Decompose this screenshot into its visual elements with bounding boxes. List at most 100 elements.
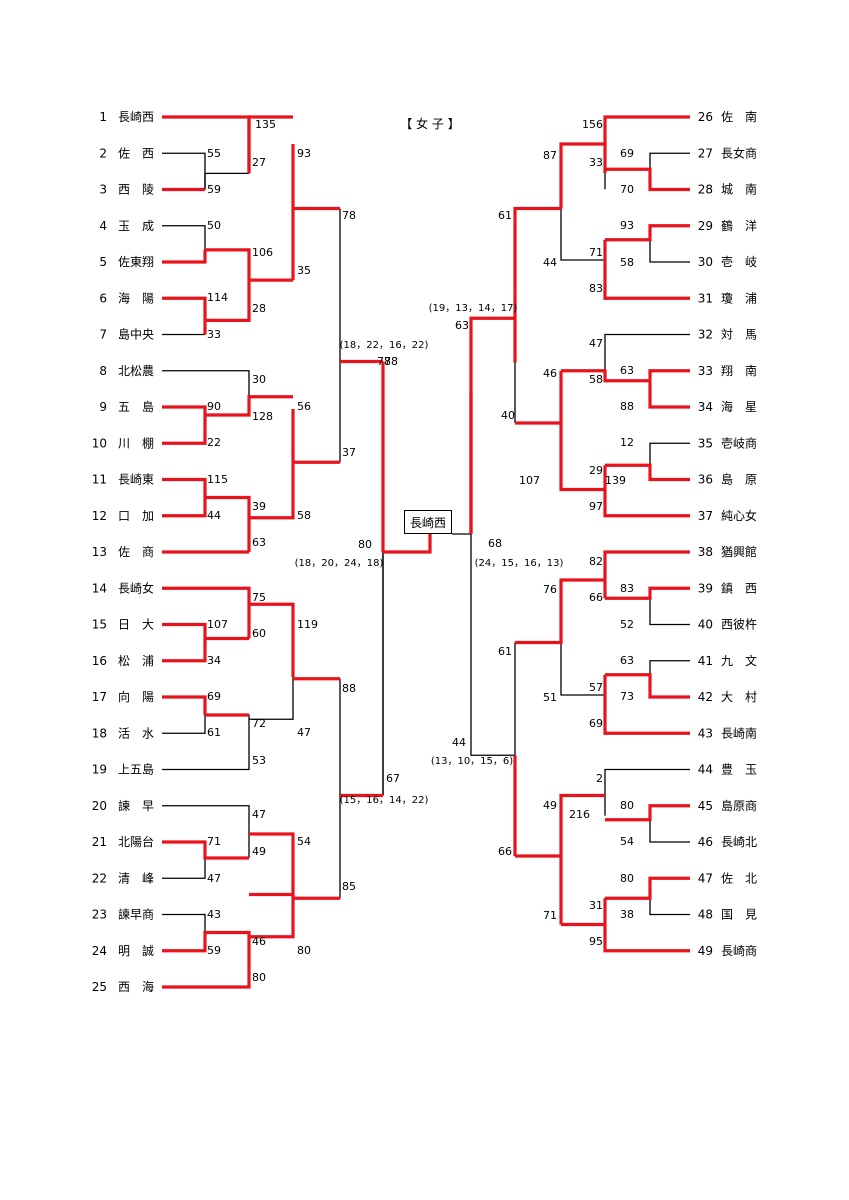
winner-line xyxy=(249,409,295,520)
team-name: 上五島 xyxy=(118,762,154,777)
score-label: 71 xyxy=(589,246,603,259)
winner-line xyxy=(605,167,690,192)
score-label: 156 xyxy=(582,118,603,131)
team-number: 32 xyxy=(698,328,713,342)
bracket-line xyxy=(162,370,250,407)
score-label: 53 xyxy=(252,754,266,767)
score-label: 78 xyxy=(342,209,356,222)
team-number: 46 xyxy=(698,835,713,849)
team-name: 佐東翔 xyxy=(118,255,154,269)
bracket-line xyxy=(162,913,206,952)
score-label: 37 xyxy=(342,446,356,459)
score-label: 44 xyxy=(452,736,466,749)
team-number: 20 xyxy=(92,799,107,813)
score-label: 61 xyxy=(498,645,512,658)
score-label: 57 xyxy=(589,681,603,694)
score-label: 71 xyxy=(543,909,557,922)
score-label: 63 xyxy=(620,654,634,667)
winner-line xyxy=(205,248,251,322)
score-label: 52 xyxy=(620,618,634,631)
team-number: 38 xyxy=(698,545,713,559)
bracket-line xyxy=(162,805,250,858)
team-number: 28 xyxy=(698,183,713,197)
team-name: 壱岐商 xyxy=(721,435,757,450)
score-label: 44 xyxy=(207,509,221,522)
team-name: 長崎女 xyxy=(118,580,154,595)
team-number: 14 xyxy=(92,581,107,595)
score-label: 88 xyxy=(620,400,634,413)
team-name: 翔 南 xyxy=(721,363,757,378)
winner-line xyxy=(249,894,295,939)
team-name: 清 峰 xyxy=(118,871,154,885)
score-label: 97 xyxy=(589,500,603,513)
team-number: 35 xyxy=(698,436,713,450)
team-number: 11 xyxy=(92,473,107,487)
score-label: 22 xyxy=(207,436,221,449)
score-label: 66 xyxy=(589,591,603,604)
team-number: 7 xyxy=(99,328,107,342)
score-label: 87 xyxy=(543,149,557,162)
team-name: 明 誠 xyxy=(118,944,154,958)
score-label: 30 xyxy=(252,373,266,386)
team-number: 18 xyxy=(92,726,107,740)
team-number: 21 xyxy=(92,835,107,849)
winner-line xyxy=(605,586,690,600)
team-name: 長崎東 xyxy=(118,473,154,487)
bracket-line xyxy=(162,152,206,190)
team-name: 佐 南 xyxy=(721,109,757,124)
bracket-line xyxy=(162,858,206,879)
team-name: 島 原 xyxy=(721,472,757,487)
team-number: 47 xyxy=(698,871,713,885)
team-number: 13 xyxy=(92,545,107,559)
team-number: 6 xyxy=(99,291,107,305)
team-name: 九 文 xyxy=(721,653,757,668)
team-name: 佐 西 xyxy=(118,146,154,160)
team-number: 33 xyxy=(698,364,713,378)
team-number: 31 xyxy=(698,291,713,305)
bracket-line xyxy=(604,333,690,371)
final-left-sets: (18，20，24，18) xyxy=(295,558,384,569)
winner-line xyxy=(383,534,432,554)
score-label: 119 xyxy=(297,618,318,631)
team-name: 松 浦 xyxy=(118,654,154,668)
winner-line xyxy=(249,602,295,677)
team-number: 34 xyxy=(698,400,713,414)
score-label: 55 xyxy=(207,147,221,160)
team-name: 長崎西 xyxy=(118,110,154,124)
left-semifinal-score: 78 xyxy=(377,355,391,368)
team-number: 17 xyxy=(92,690,107,704)
score-label: 60 xyxy=(252,627,266,640)
score-label: 40 xyxy=(501,409,515,422)
team-number: 36 xyxy=(698,473,713,487)
score-label: 39 xyxy=(252,500,266,513)
team-number: 40 xyxy=(698,618,713,632)
team-number: 23 xyxy=(92,908,107,922)
team-name: 島中央 xyxy=(118,327,154,342)
score-label: 83 xyxy=(589,282,603,295)
team-name: 北陽台 xyxy=(118,834,154,849)
team-number: 37 xyxy=(698,509,713,523)
team-number: 4 xyxy=(99,219,107,233)
score-label: 49 xyxy=(252,845,266,858)
score-label: 46 xyxy=(252,935,266,948)
winner-line xyxy=(605,673,690,699)
winner-line xyxy=(603,465,690,518)
score-label: 80 xyxy=(297,944,311,957)
team-number: 22 xyxy=(92,871,107,885)
winner-line xyxy=(162,405,207,445)
team-name: 純心女 xyxy=(721,508,757,523)
score-label: 66 xyxy=(498,845,512,858)
bracket-line xyxy=(249,677,294,720)
team-name: 海 陽 xyxy=(118,290,154,305)
team-name: 五 島 xyxy=(118,399,154,414)
bracket-line xyxy=(649,225,690,263)
score-label: 83 xyxy=(620,582,634,595)
winner-line xyxy=(605,804,690,822)
score-label: 58 xyxy=(589,373,603,386)
final-left-score: 80 xyxy=(358,538,372,551)
team-name: 国 見 xyxy=(721,908,757,922)
score-label: 80 xyxy=(252,971,266,984)
score-label: 72 xyxy=(252,717,266,730)
